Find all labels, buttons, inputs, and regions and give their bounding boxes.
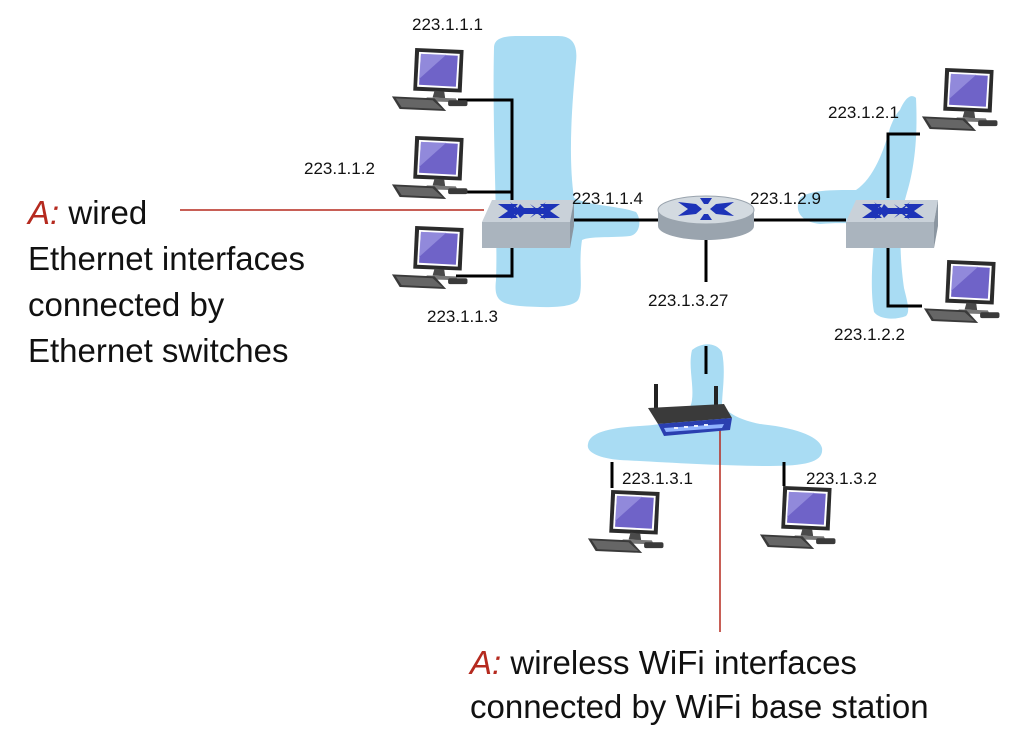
- wire-host-1-2-2: [886, 248, 922, 308]
- annotation-wireless-prefix: A:: [468, 644, 501, 681]
- annotation-wired-line-1: A: wired: [26, 194, 147, 231]
- annotation-wireless-line-2: connected by WiFi base station: [470, 688, 929, 725]
- desktop-computer-icon: [921, 68, 998, 131]
- desktop-computer-icon: [391, 48, 468, 111]
- ip-label-1-1-3: 223.1.1.3: [427, 307, 498, 326]
- ip-label-1-3-27: 223.1.3.27: [648, 291, 728, 310]
- annotation-wireless-text-1: wireless WiFi interfaces: [501, 644, 857, 681]
- annotation-wireless-line-1: A: wireless WiFi interfaces: [468, 644, 857, 681]
- desktop-computer-icon: [391, 226, 468, 289]
- ip-label-1-2-9: 223.1.2.9: [750, 189, 821, 208]
- desktop-computer-icon: [923, 260, 1000, 323]
- wire-host-1-2-1: [886, 132, 920, 198]
- subnet-1-region: [493, 36, 640, 308]
- wire-host-1-1-1: [458, 98, 514, 202]
- ethernet-switch-icon: [846, 200, 938, 248]
- annotation-wired-prefix: A:: [26, 194, 59, 231]
- annotation-wired-text-1: wired: [59, 194, 147, 231]
- desktop-computer-icon: [391, 136, 468, 199]
- annotation-wired-line-3: connected by: [28, 286, 225, 323]
- router-icon: [657, 195, 755, 241]
- ip-label-1-3-1: 223.1.3.1: [622, 469, 693, 488]
- desktop-computer-icon: [587, 490, 664, 553]
- annotation-wired-line-4: Ethernet switches: [28, 332, 288, 369]
- desktop-computer-icon: [759, 486, 836, 549]
- ethernet-switch-icon: [482, 200, 574, 248]
- ip-label-1-1-2: 223.1.1.2: [304, 159, 375, 178]
- ip-label-1-1-4: 223.1.1.4: [572, 189, 643, 208]
- ip-label-1-2-2: 223.1.2.2: [834, 325, 905, 344]
- ip-label-1-2-1: 223.1.2.1: [828, 103, 899, 122]
- annotation-wired-line-2: Ethernet interfaces: [28, 240, 305, 277]
- wire-host-1-1-3: [456, 248, 514, 278]
- ip-label-1-1-1: 223.1.1.1: [412, 15, 483, 34]
- ip-label-1-3-2: 223.1.3.2: [806, 469, 877, 488]
